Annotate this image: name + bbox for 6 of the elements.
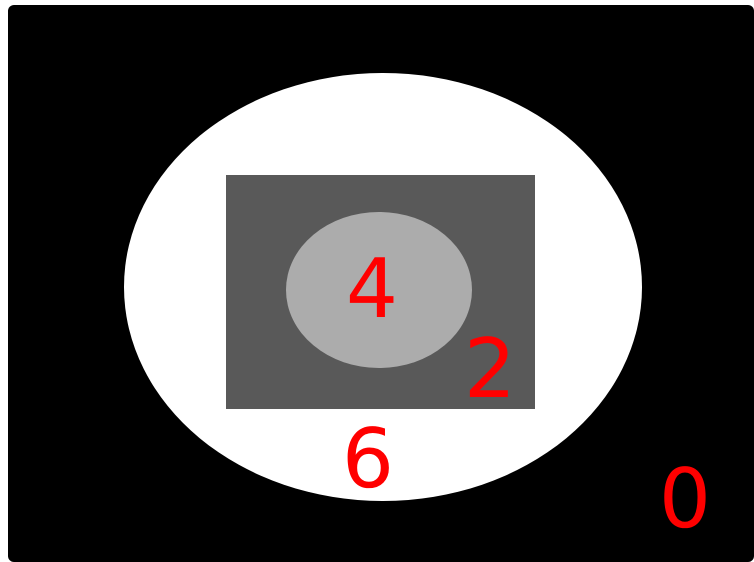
region-number: 2 [464, 329, 516, 411]
region-number: 0 [658, 459, 712, 541]
region-number: 6 [342, 419, 394, 501]
region-number: 4 [346, 249, 398, 331]
outer-panel [8, 5, 754, 562]
inner-rectangle [226, 175, 535, 409]
